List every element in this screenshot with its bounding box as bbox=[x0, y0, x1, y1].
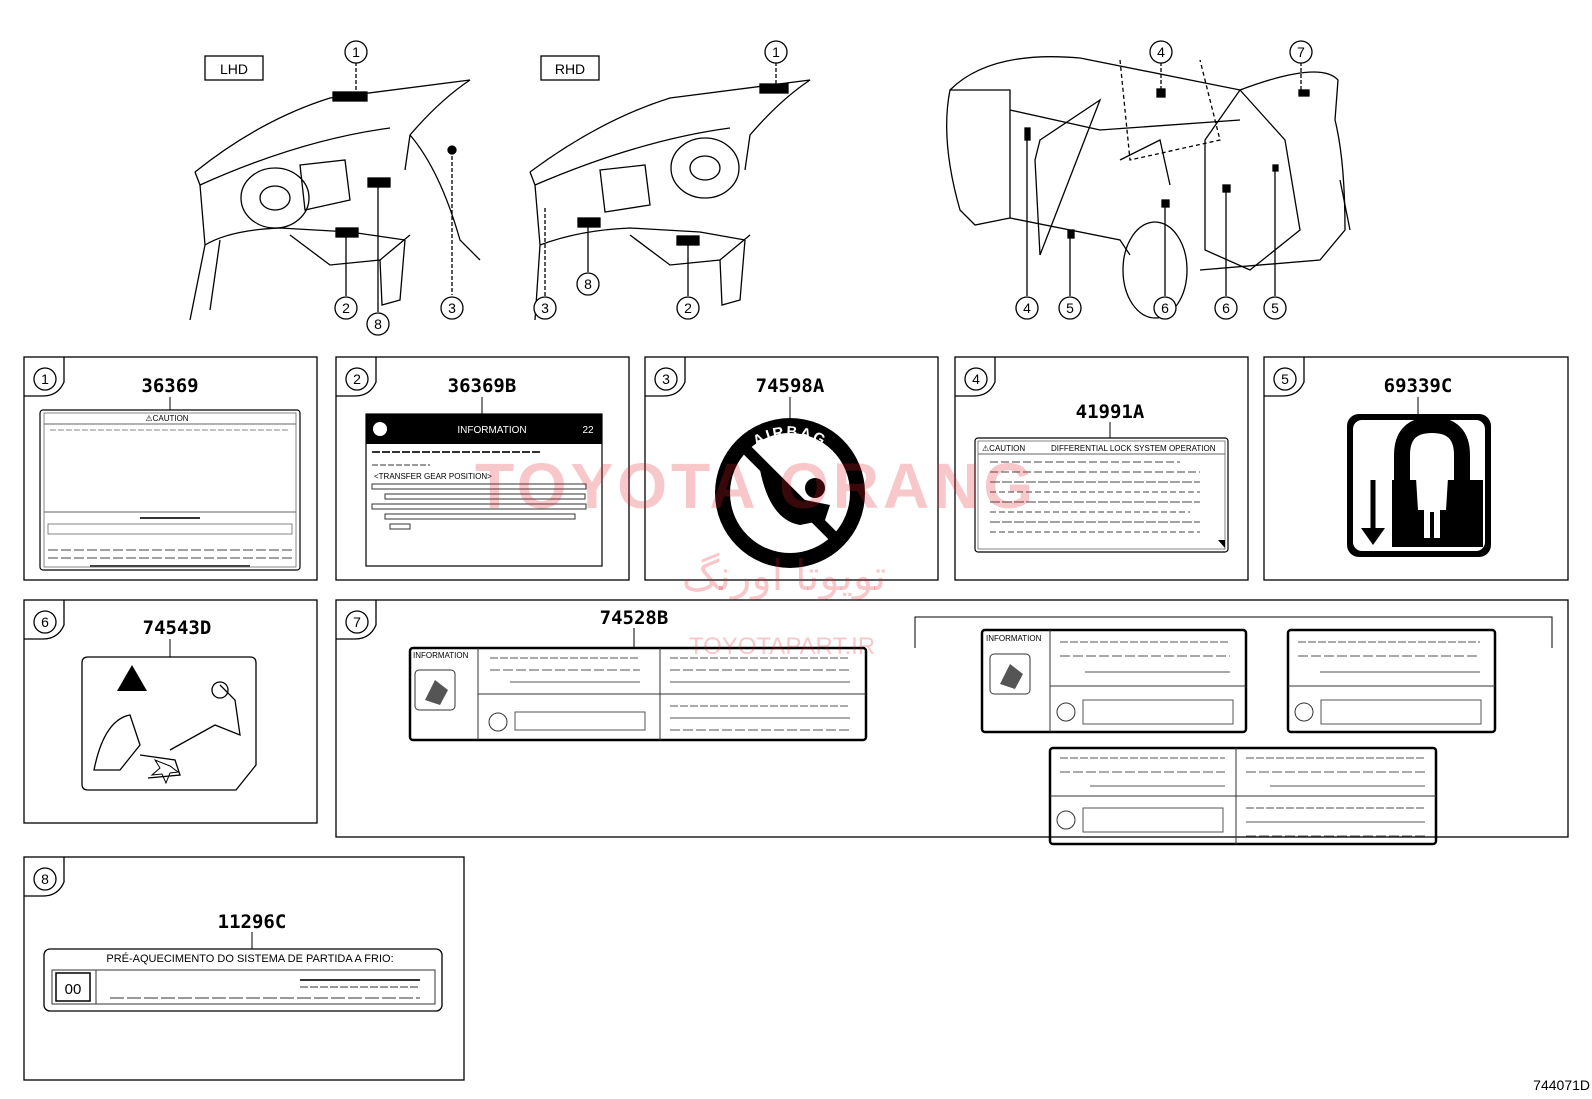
panel-8-part-number: 11296C bbox=[218, 911, 287, 933]
panel-8-label-box: 00 bbox=[65, 981, 82, 998]
panel-7-main-info-text: INFORMATION bbox=[413, 651, 469, 660]
top-callouts: 1 2 8 3 1 3 8 2 4 7 4 5 6 6 5 bbox=[334, 40, 1313, 336]
panel-1-label-title: ⚠CAUTION bbox=[145, 414, 188, 423]
panel-7-index: 7 bbox=[353, 614, 361, 630]
watermark-main: TOYOTA ORANG bbox=[475, 450, 1037, 522]
panel-2-part-number: 36369B bbox=[448, 375, 517, 397]
panel-2-line-text: <TRANSFER GEAR POSITION> bbox=[374, 472, 492, 481]
panel-6: 6 74543D bbox=[23, 599, 318, 824]
svg-text:2: 2 bbox=[342, 300, 350, 316]
panel-7-a-info-text: INFORMATION bbox=[986, 634, 1042, 643]
callout-rear-5: 5 bbox=[1058, 296, 1082, 320]
callout-rhd-2: 2 bbox=[676, 296, 700, 320]
svg-text:7: 7 bbox=[1297, 44, 1305, 60]
svg-text:8: 8 bbox=[584, 276, 592, 292]
panel-8-index: 8 bbox=[41, 871, 49, 887]
panel-3-index: 3 bbox=[662, 371, 670, 387]
panel-5: 5 69339C bbox=[1263, 356, 1569, 581]
rhd-tag: RHD bbox=[555, 61, 585, 77]
rhd-tag-box bbox=[540, 55, 600, 81]
panel-7-label-b bbox=[1286, 628, 1497, 734]
panel-2-index: 2 bbox=[353, 371, 361, 387]
diagram-code: 744071D bbox=[1533, 1077, 1590, 1093]
lhd-tag: LHD bbox=[220, 61, 248, 77]
callout-rear-6b: 6 bbox=[1214, 296, 1238, 320]
callout-rhd-1: 1 bbox=[764, 40, 788, 64]
svg-text:5: 5 bbox=[1271, 300, 1279, 316]
rear-vehicle-illustration bbox=[946, 56, 1351, 319]
panel-4-label-title: ⚠CAUTION bbox=[982, 444, 1025, 453]
callout-rear-4: 4 bbox=[1015, 296, 1039, 320]
callout-rear-5b: 5 bbox=[1263, 296, 1287, 320]
lhd-dashboard-illustration bbox=[189, 55, 481, 321]
svg-text:6: 6 bbox=[1161, 300, 1169, 316]
panel-4-part-number: 41991A bbox=[1076, 401, 1145, 423]
callout-rear-6: 6 bbox=[1153, 296, 1177, 320]
callout-rhd-3: 3 bbox=[533, 296, 557, 320]
panel-8: 8 11296C PRÉ-AQUECIMENTO DO SISTEMA DE P… bbox=[23, 856, 465, 1081]
panel-6-part-number: 74543D bbox=[143, 617, 212, 639]
callout-lhd-8: 8 bbox=[366, 312, 390, 336]
svg-text:2: 2 bbox=[684, 300, 692, 316]
rhd-dashboard-illustration bbox=[529, 55, 811, 321]
svg-text:3: 3 bbox=[541, 300, 549, 316]
panel-4: 4 41991A ⚠CAUTION DIFFERENTIAL LOCK SYST… bbox=[954, 356, 1249, 581]
svg-text:4: 4 bbox=[1157, 44, 1165, 60]
panel-2-label-number: 22 bbox=[582, 425, 594, 436]
panel-3-part-number: 74598A bbox=[756, 375, 825, 397]
callout-lhd-2: 2 bbox=[334, 296, 358, 320]
watermark-site: TOYOTAPART.IR bbox=[689, 633, 875, 660]
panel-1-part-number: 36369 bbox=[141, 375, 198, 397]
panel-1: 1 36369 ⚠CAUTION bbox=[23, 356, 318, 581]
panel-2: 2 36369B INFORMATION 22 <TRANSFER GEAR P… bbox=[335, 356, 630, 581]
panel-4-index: 4 bbox=[972, 371, 980, 387]
panel-7-label-a: INFORMATION bbox=[980, 628, 1248, 734]
panel-5-index: 5 bbox=[1281, 371, 1289, 387]
svg-text:1: 1 bbox=[352, 44, 360, 60]
panel-5-part-number: 69339C bbox=[1384, 375, 1453, 397]
panel-6-index: 6 bbox=[41, 614, 49, 630]
callout-lhd-3: 3 bbox=[440, 296, 464, 320]
panel-1-index: 1 bbox=[41, 371, 49, 387]
svg-text:3: 3 bbox=[448, 300, 456, 316]
svg-text:4: 4 bbox=[1023, 300, 1031, 316]
callout-rear-7: 7 bbox=[1289, 40, 1313, 64]
lhd-tag-box bbox=[204, 55, 264, 81]
panel-7-label-main: INFORMATION bbox=[408, 646, 868, 742]
panel-7: 7 74528B INFORMATION bbox=[335, 599, 1569, 846]
panel-3: 3 74598A AIRBAG bbox=[644, 356, 939, 581]
watermark-persian: تویوتا اورنگ bbox=[682, 552, 886, 601]
svg-text:6: 6 bbox=[1222, 300, 1230, 316]
callout-rear-4-top: 4 bbox=[1149, 40, 1173, 64]
callout-rhd-8: 8 bbox=[576, 272, 600, 296]
panel-7-label-c bbox=[1048, 746, 1438, 846]
svg-text:5: 5 bbox=[1066, 300, 1074, 316]
svg-text:8: 8 bbox=[374, 316, 382, 332]
callout-lhd-1: 1 bbox=[344, 40, 368, 64]
panel-2-label-title: INFORMATION bbox=[457, 425, 526, 436]
panel-7-part-number: 74528B bbox=[600, 607, 669, 629]
panel-8-label-title: PRÉ-AQUECIMENTO DO SISTEMA DE PARTIDA A … bbox=[106, 952, 393, 965]
svg-text:1: 1 bbox=[772, 44, 780, 60]
panel-4-label-subtitle: DIFFERENTIAL LOCK SYSTEM OPERATION bbox=[1051, 444, 1216, 453]
